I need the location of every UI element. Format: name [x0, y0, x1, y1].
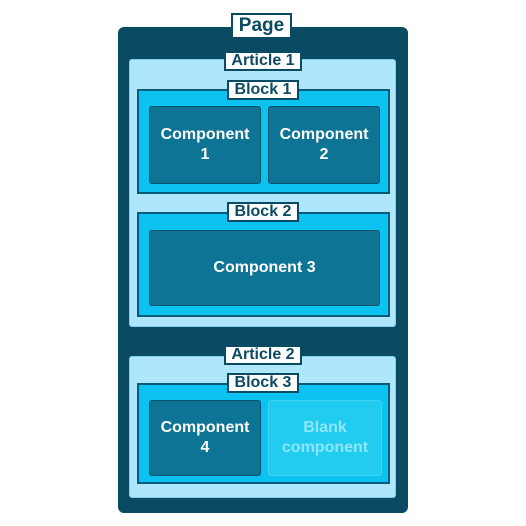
blank-component: Blank component — [268, 400, 382, 476]
component-4: Component 4 — [149, 400, 261, 476]
component-1: Component 1 — [149, 106, 261, 184]
block-2-label: Block 2 — [227, 202, 299, 222]
page-label: Page — [231, 13, 292, 39]
block-3-label: Block 3 — [227, 373, 299, 393]
block-1-label: Block 1 — [227, 80, 299, 100]
article-1-label: Article 1 — [224, 51, 302, 71]
component-3: Component 3 — [149, 230, 380, 306]
article-2-label: Article 2 — [224, 345, 302, 365]
component-2: Component 2 — [268, 106, 380, 184]
